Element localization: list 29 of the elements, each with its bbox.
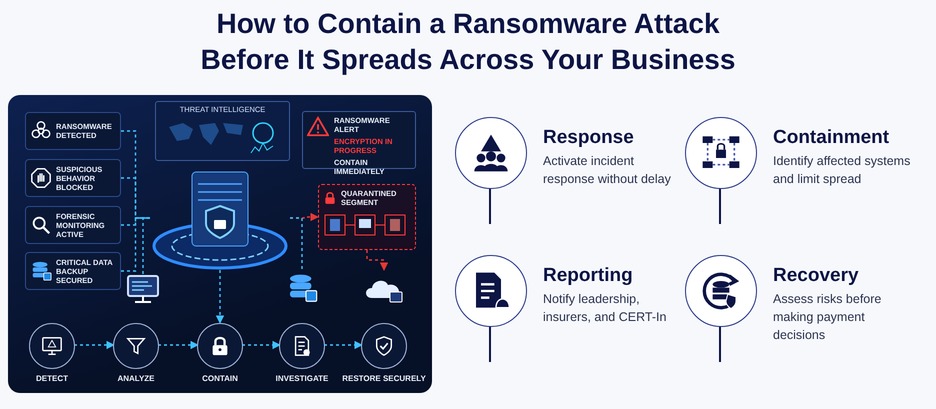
status-tag: [25, 206, 121, 244]
quarantine-zone: [318, 184, 416, 250]
item-heading: Response: [543, 127, 635, 149]
connector-line: [242, 340, 281, 350]
item-heading: Containment: [773, 127, 890, 149]
status-tag: [25, 112, 121, 150]
dashboard-screen: [155, 101, 290, 161]
connector-line: [290, 217, 303, 272]
step-label: DETECT: [35, 374, 69, 383]
item-description: Assess risks before making payment decisions: [773, 291, 882, 344]
step-label: ANALYZE: [116, 374, 156, 383]
connector-line: [366, 250, 388, 271]
connector-line: [216, 270, 224, 324]
status-tag: [25, 159, 121, 197]
item-description: Notify leadership, insurers, and CERT-In: [543, 291, 668, 326]
step-label: INVESTIGATE: [274, 374, 330, 383]
item-heading: Recovery: [773, 265, 860, 287]
connector-line: [158, 340, 199, 350]
title: How to Contain a Ransomware Attack Before It Spreads Across Your Business: [200, 7, 736, 77]
connector-line: [74, 340, 115, 350]
item-heading: Reporting: [543, 265, 634, 287]
step-label: CONTAIN: [201, 374, 239, 383]
item-description: Activate incident response without delay: [543, 153, 672, 188]
item-description: Identify affected systems and limit spread: [773, 153, 912, 188]
status-tag: [25, 252, 121, 290]
step-label: RESTORE SECURELY: [342, 374, 426, 383]
connector-line: [121, 217, 150, 272]
connector-line: [324, 340, 363, 350]
connector-line: [142, 217, 150, 274]
